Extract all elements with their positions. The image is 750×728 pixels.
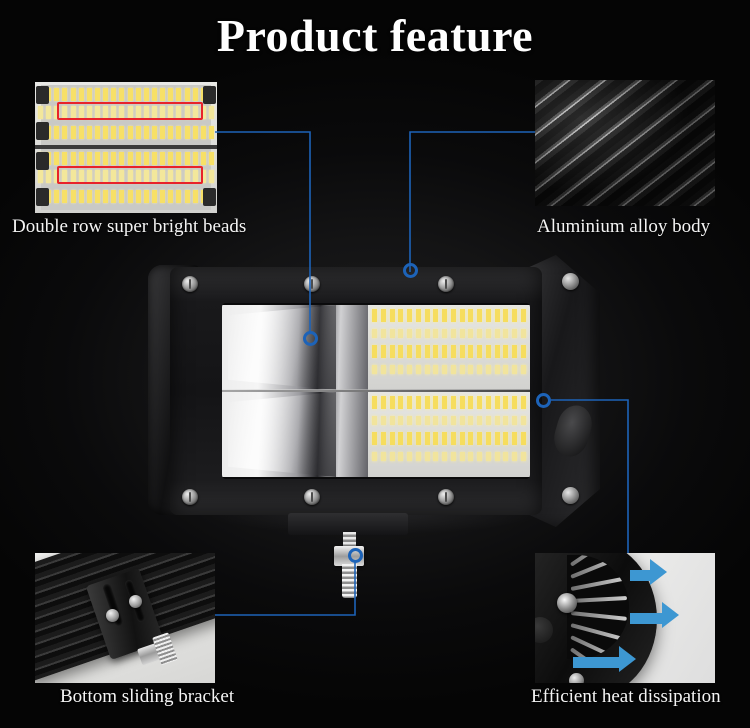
caption-double-row-beads: Double row super bright beads [12,216,247,237]
bracket-screw [106,609,119,622]
mount-bolt [334,532,364,598]
led-row [372,309,526,322]
bezel-screw [182,276,198,292]
end-cap-screw [562,487,579,504]
bead-half-bottom [41,149,211,210]
led-row [372,432,526,445]
end-cap-dimple [535,617,553,643]
bezel-screw [304,489,320,505]
callout-ring-icon-led-beads [303,331,318,346]
vent-fins [567,555,629,659]
reflector-bottom [222,392,368,477]
bezel-screw [438,489,454,505]
bezel-screw [438,276,454,292]
bolt-thread [342,564,357,598]
end-cap-screw [569,673,584,683]
caption-aluminium-alloy-body: Aluminium alloy body [537,216,711,237]
callout-ring-icon-sliding-bracket [348,548,363,563]
bead-half-top [41,85,211,146]
led-row [372,363,526,376]
end-cap-screw [562,273,579,290]
page-title: Product feature [216,10,534,61]
lens-divider [222,389,530,392]
caption-efficient-heat-dissipation: Efficient heat dissipation [531,686,721,707]
bead-board [35,82,217,213]
board-corner [203,188,216,206]
bezel-screw [182,489,198,505]
thumbnail-bottom-sliding-bracket [35,553,215,683]
led-array-top [368,305,530,390]
bead-row [38,190,214,203]
bead-row [38,152,214,165]
board-corner [36,188,49,206]
thumbnail-aluminium-alloy-body [535,80,715,206]
bolt-stud [343,532,356,548]
led-array-bottom [368,392,530,477]
board-corner [36,122,49,140]
end-cap-slot [549,401,597,461]
board-corner [203,86,216,104]
lens-window [222,303,530,479]
led-row [372,345,526,358]
caption-bottom-sliding-bracket: Bottom sliding bracket [60,686,235,707]
led-row [372,396,526,409]
callout-ring-icon-heat-dissipation [536,393,551,408]
reflector-top [222,305,368,390]
bracket-screw [129,595,142,608]
board-separator [35,145,217,149]
led-row [372,414,526,427]
product-housing [170,267,542,515]
bead-row [38,170,214,183]
led-row [372,327,526,340]
bead-row [38,106,214,119]
led-row [372,450,526,463]
product-image [138,255,608,598]
bead-row [38,126,214,139]
vent-hub [557,593,577,613]
thumbnail-double-row-beads [35,82,217,213]
board-corner [36,152,49,170]
bead-row [38,88,214,101]
bezel-screw [304,276,320,292]
mount-tab [288,513,408,535]
board-corner [36,86,49,104]
thumbnail-efficient-heat-dissipation [535,553,715,683]
callout-ring-icon-alloy-body [403,263,418,278]
connector-aluminium-alloy-body [409,131,535,272]
fin-shading [535,80,715,206]
